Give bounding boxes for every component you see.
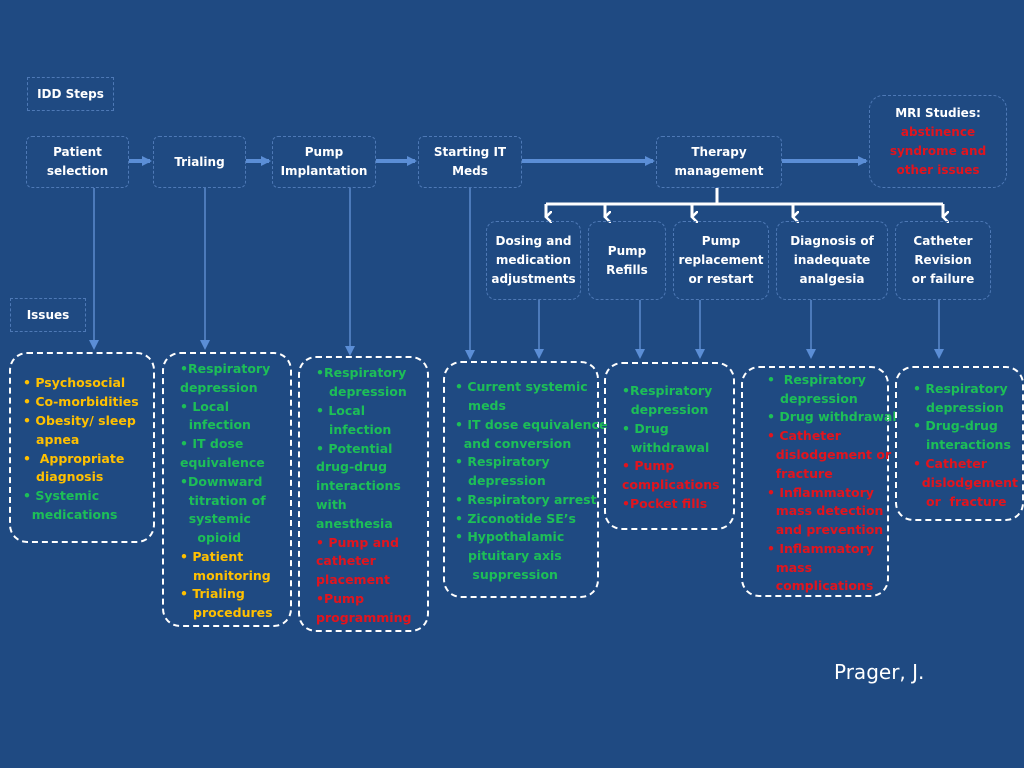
issue-item: •Respiratory depression [180, 360, 271, 395]
issue-item: •Respiratory depression [316, 365, 407, 400]
issue-item: •Pump programming [316, 590, 412, 625]
mri-title: MRI Studies: [895, 105, 981, 120]
mri-studies-box: MRI Studies: abstinence syndrome and oth… [869, 95, 1007, 188]
mri-detail: abstinence syndrome and other issues [889, 124, 987, 177]
issue-item: • Respiratory arrest [455, 491, 597, 507]
substep-replacement: Pump replacement or restart [673, 221, 769, 300]
issue-item: • Appropriate diagnosis [23, 450, 125, 485]
issue-list: •Respiratory depression• Local infection… [180, 360, 273, 623]
issues-pump-implantation: •Respiratory depression• Local infection… [298, 356, 429, 632]
issue-item: • Inflammatory mass complications [767, 540, 874, 594]
issues-catheter: • Respiratory depression• Drug-drug inte… [895, 366, 1024, 521]
issues-pump-refills: •Respiratory depression• Drug withdrawal… [604, 362, 735, 530]
issue-item: • Drug-drug interactions [913, 418, 1011, 453]
issue-item: • Obesity/ sleep apnea [23, 412, 136, 447]
issue-item: • Respiratory depression [913, 380, 1008, 415]
issues-trialing: •Respiratory depression• Local infection… [162, 352, 292, 627]
issues-label: Issues [10, 298, 86, 332]
step-starting-it-meds: Starting IT Meds [418, 136, 522, 188]
issue-list: •Respiratory depression• Local infection… [316, 364, 411, 627]
issue-item: • IT dose equivalence and conversion [455, 416, 608, 451]
issue-list: • Current systemic meds• IT dose equival… [455, 378, 607, 585]
issue-arrows [89, 188, 944, 360]
issue-item: • Patient monitoring [180, 548, 271, 583]
issue-item: • Catheter dislodgement or fracture [913, 455, 1018, 509]
issue-item: • Local infection [180, 398, 251, 433]
substep-refills: Pump Refills [588, 221, 666, 300]
step-pump-implantation: Pump Implantation [272, 136, 376, 188]
issue-item: • Potential drug-drug interactions with … [316, 440, 401, 531]
issue-item: •Respiratory depression [622, 383, 713, 417]
issue-item: • Catheter dislodgement or fracture [767, 428, 892, 481]
issue-item: • Drug withdrawal [622, 420, 710, 455]
issue-item: • Pump complications [622, 458, 720, 493]
step-patient-selection: Patient selection [26, 136, 129, 188]
issue-item: • Current systemic meds [455, 379, 588, 413]
author-credit: Prager, J. [834, 660, 925, 684]
issue-list: • Psychosocial • Co-morbidities • Obesity/… [23, 374, 139, 524]
step-trialing: Trialing [153, 136, 246, 188]
idd-steps-label: IDD Steps [27, 77, 114, 111]
issue-item: • Hypothalamic pituitary axis suppressio… [455, 529, 565, 583]
issue-item: • Systemic medications [23, 488, 118, 522]
issue-item: • Local infection [316, 403, 392, 437]
step-therapy-management: Therapy management [656, 136, 782, 188]
issues-diagnosis: • Respiratory depression • Drug withdrawa… [741, 366, 897, 597]
issue-item: • Co-morbidities [23, 394, 139, 410]
substep-diagnosis: Diagnosis of inadequate analgesia [776, 221, 888, 300]
issue-item: • IT dose equivalence [180, 436, 265, 470]
issue-item: • Ziconotide SE’s [455, 510, 576, 526]
issue-item: • Inflammatory mass detection and preven… [767, 484, 884, 538]
issue-list: • Respiratory depression • Drug withdrawa… [767, 371, 897, 597]
issue-item: • Trialing procedures [180, 586, 273, 621]
substep-catheter: Catheter Revision or failure [895, 221, 991, 300]
issue-item: •Pocket fills [622, 495, 708, 511]
issue-list: •Respiratory depression• Drug withdrawal… [622, 382, 720, 514]
issue-item: • Pump and catheter placement [316, 534, 400, 588]
therapy-bracket [546, 188, 943, 217]
issues-patient-selection: • Psychosocial • Co-morbidities • Obesity/… [9, 352, 155, 543]
issue-item: • Drug withdrawal [767, 409, 897, 425]
issue-list: • Respiratory depression• Drug-drug inte… [913, 380, 1018, 512]
issues-starting-it-meds: • Current systemic meds• IT dose equival… [443, 361, 607, 598]
issue-item: • Respiratory depression [767, 371, 866, 406]
issue-item: • Respiratory depression [455, 454, 550, 489]
issue-item: • Psychosocial [23, 375, 126, 391]
substep-dosing: Dosing and medication adjustments [486, 221, 581, 300]
issue-item: •Downward titration of systemic opioid [180, 473, 266, 546]
